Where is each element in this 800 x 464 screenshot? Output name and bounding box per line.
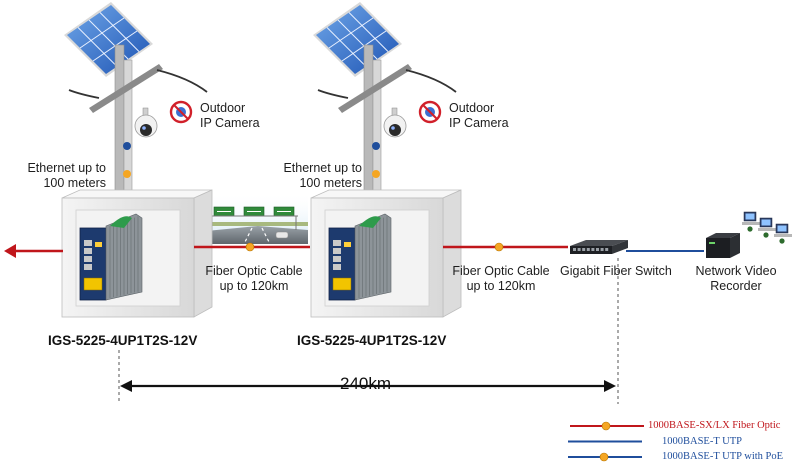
industrial-switch-icon (79, 213, 143, 301)
arrow-left-icon (120, 380, 132, 392)
gigabit-fiber-switch-icon (570, 240, 628, 254)
highway-scene (196, 192, 308, 245)
fiber-links (4, 242, 704, 258)
site-1 (61, 2, 213, 318)
legend-dot (601, 421, 611, 431)
workstation (742, 211, 760, 232)
model-label-1: IGS-5225-4UP1T2S-12V (48, 333, 198, 348)
solar-panel-icon (64, 2, 153, 77)
weatherproof-badge-icon (418, 100, 442, 124)
legend-poe-label: 1000BASE-T UTP with PoE (662, 451, 784, 462)
site-2 (310, 2, 462, 318)
road-sign (243, 206, 265, 217)
solar-panel-icon (313, 2, 402, 77)
distance-label: 240km (340, 374, 392, 393)
fiber-switch-label: Gigabit Fiber Switch (560, 264, 672, 278)
distance-dimension (118, 258, 619, 404)
legend-fiber-label: 1000BASE-SX/LX Fiber Optic (648, 420, 781, 431)
workstation (774, 223, 792, 244)
legend (568, 421, 644, 462)
arrow-left-icon (4, 244, 16, 258)
network-video-recorder-icon (706, 233, 740, 258)
road-sign (213, 206, 235, 217)
ptz-dome-camera-icon (383, 107, 407, 138)
arrow-right-icon (604, 380, 616, 392)
model-label-2: IGS-5225-4UP1T2S-12V (297, 333, 447, 348)
monitoring-room-icon (742, 211, 792, 244)
workstation (758, 217, 776, 238)
legend-dot (599, 452, 609, 462)
weatherproof-badge-icon (169, 100, 193, 124)
industrial-switch-icon (328, 213, 392, 301)
road-sign (273, 206, 295, 217)
ptz-dome-camera-icon (134, 107, 158, 138)
legend-utp-label: 1000BASE-T UTP (662, 436, 743, 447)
pole (68, 44, 208, 201)
